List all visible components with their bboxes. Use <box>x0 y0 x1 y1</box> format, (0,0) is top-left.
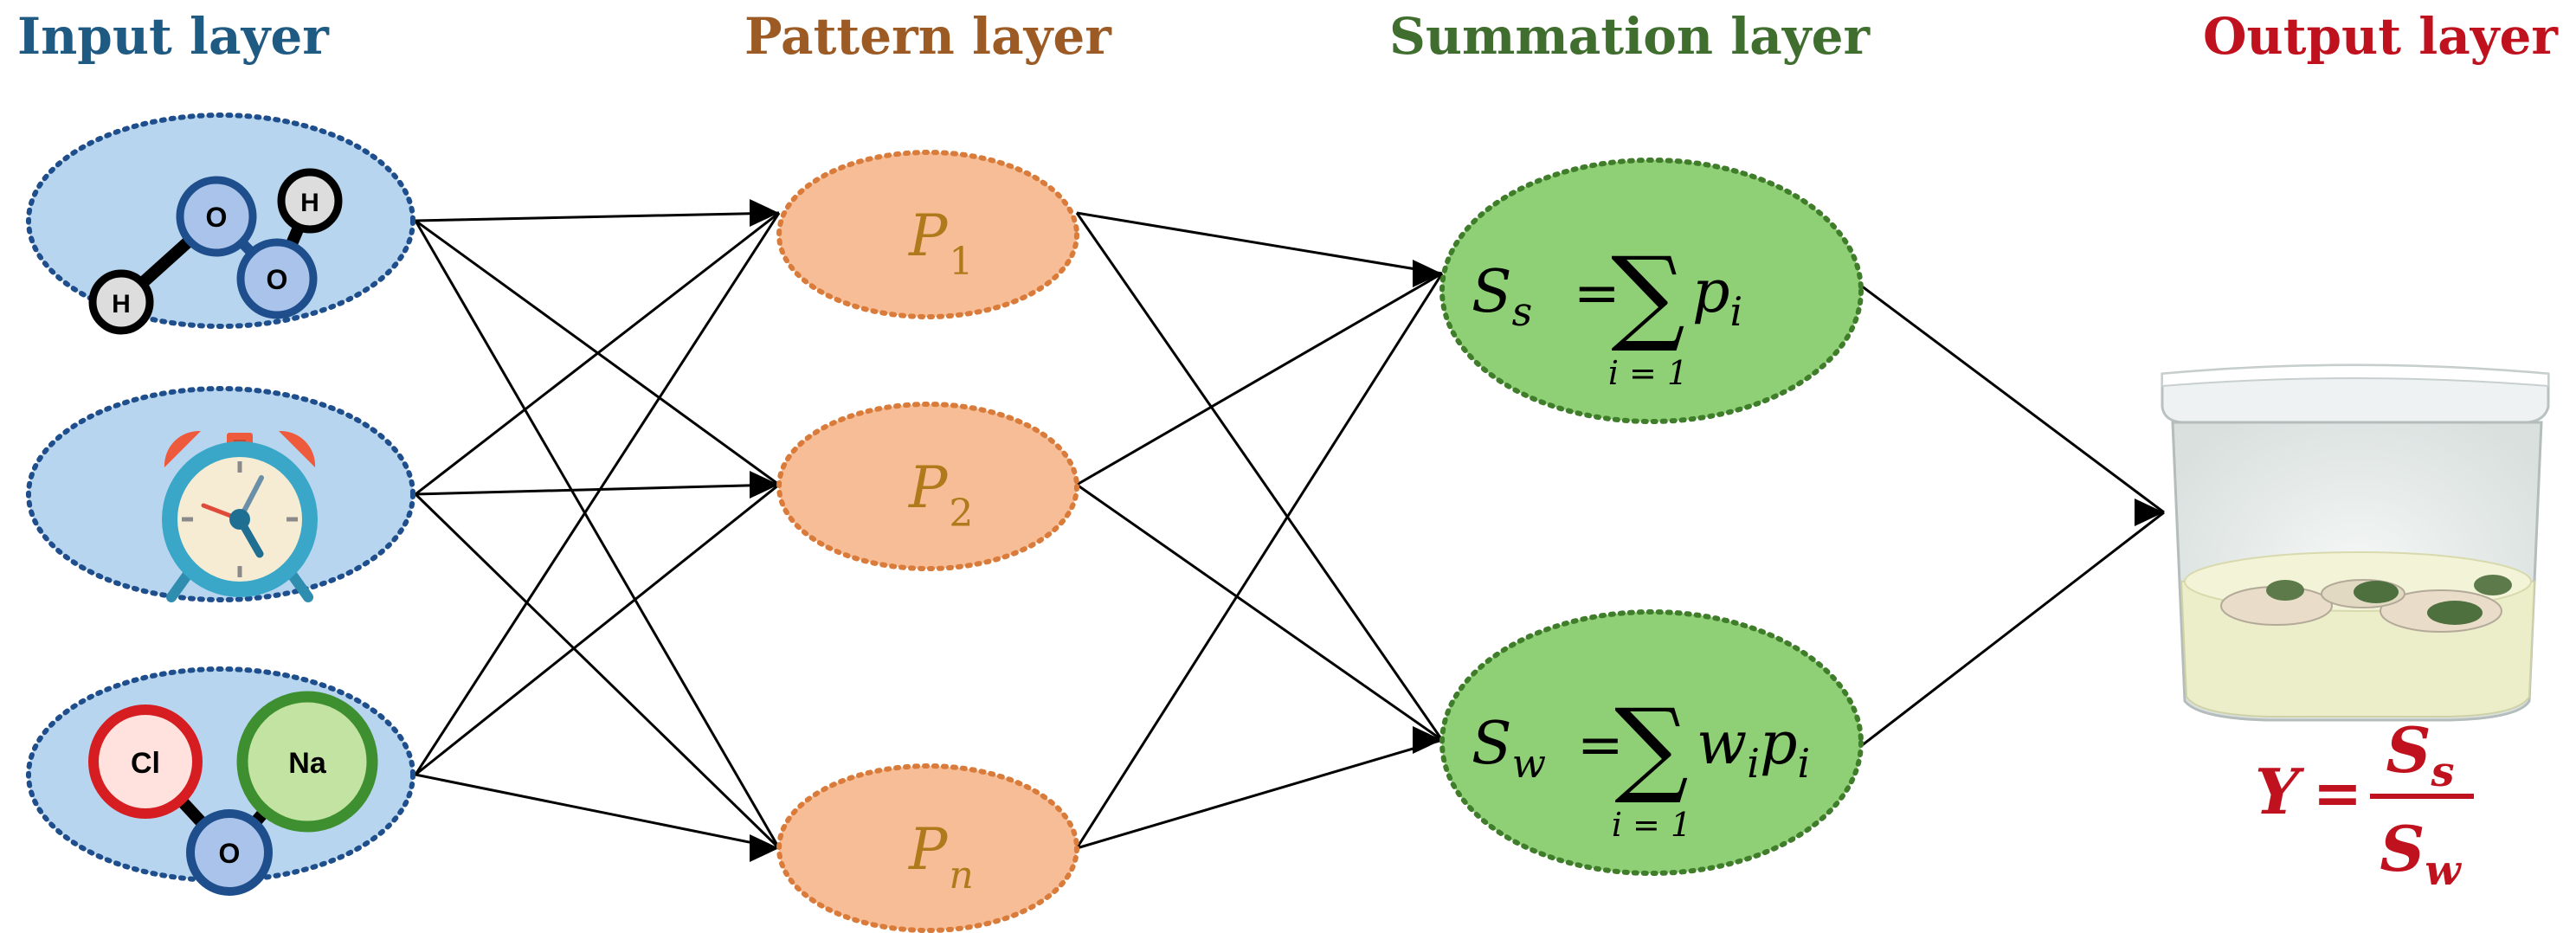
atom-h-2 <box>88 269 154 335</box>
ss-formula-term: pi <box>1692 258 1742 335</box>
atom-h-1 <box>277 168 343 234</box>
pattern-label: Pn <box>908 816 974 898</box>
ss-formula-lhs: Ss <box>1472 258 1532 335</box>
sw-equals: = <box>1577 713 1624 777</box>
edge-input-3-pattern-2 <box>415 483 780 776</box>
summation-node-sw: Sw = ∑ i = 1 wipi <box>1439 609 1864 876</box>
atom-o-1 <box>176 176 257 257</box>
edge-input-1-pattern-3 <box>414 220 781 849</box>
output-numerator: Ss <box>2386 713 2454 796</box>
edge-pattern-1-summation-1 <box>1076 211 1443 275</box>
sw-lower-limit: i = 1 <box>1612 806 1691 844</box>
sw-formula-term: wipi <box>1697 710 1810 787</box>
edge-pattern-2-summation-1 <box>1076 272 1443 486</box>
salt-molecule-icon: Cl Na O <box>88 691 378 896</box>
atom-label: O <box>206 202 228 233</box>
output-y: Y <box>2255 755 2305 828</box>
input-node-clock <box>26 386 415 602</box>
ss-sigma: ∑ <box>1611 235 1685 356</box>
arrowhead-summation-2 <box>1413 726 1442 754</box>
atom-cl <box>88 705 203 819</box>
edge-input-2-pattern-3 <box>414 492 781 850</box>
sw-sigma: ∑ <box>1614 687 1689 808</box>
edge-input-2-pattern-1 <box>415 211 780 496</box>
atom-na <box>236 691 378 833</box>
pattern-label: P2 <box>908 454 973 536</box>
arrowhead-pattern-1 <box>750 199 779 227</box>
water-molecule-icon: O O H H <box>88 168 343 335</box>
atom-o <box>186 809 273 896</box>
edge-pattern-1-summation-2 <box>1075 212 1444 741</box>
pattern-node-2: P2 <box>776 402 1079 571</box>
atom-label: Cl <box>131 747 160 780</box>
atom-label: H <box>300 189 319 217</box>
atom-label: H <box>112 290 131 319</box>
atom-label: O <box>267 264 288 295</box>
edge-input-3-pattern-3 <box>415 773 780 850</box>
atom-label: O <box>219 838 241 869</box>
arrowhead-output <box>2135 499 2164 526</box>
pattern-node-n: Pn <box>776 763 1079 933</box>
alarm-clock-icon <box>162 430 318 602</box>
arrowhead-pattern-2 <box>750 471 779 499</box>
connection-edges <box>414 199 2165 862</box>
summation-layer-title: Summation layer <box>1389 7 1871 66</box>
summation-node-ss: Ss = ∑ i = 1 pi <box>1439 158 1864 424</box>
sw-formula-lhs: Sw <box>1472 710 1546 787</box>
edge-input-1-pattern-1 <box>415 211 780 222</box>
edge-pattern-3-summation-2 <box>1076 738 1443 850</box>
culture-container-icon <box>2161 364 2550 722</box>
ss-lower-limit: i = 1 <box>1608 354 1688 392</box>
output-layer-title: Output layer <box>2203 7 2559 66</box>
pattern-layer-title: Pattern layer <box>744 7 1112 66</box>
atom-label: Na <box>288 747 327 780</box>
edge-pattern-2-summation-2 <box>1076 483 1443 742</box>
pattern-node-1: P1 <box>776 150 1079 319</box>
ss-equals: = <box>1574 261 1620 325</box>
edge-pattern-3-summation-1 <box>1075 273 1444 849</box>
edge-summation-2-output <box>1860 511 2165 748</box>
input-node-salt: Cl Na O <box>26 666 415 896</box>
pattern-label: P1 <box>908 203 973 284</box>
output-denominator: Sw <box>2380 812 2462 895</box>
output-formula: Y = Ss Sw <box>2255 713 2474 895</box>
arrowhead-summation-1 <box>1413 260 1442 287</box>
atom-o-2 <box>236 238 318 319</box>
input-node-water: O O H H <box>26 113 415 335</box>
output-equals: = <box>2313 759 2362 828</box>
edge-summation-1-output <box>1860 284 2165 514</box>
arrowhead-pattern-3 <box>750 834 779 862</box>
edge-input-2-pattern-2 <box>415 483 780 496</box>
edge-input-3-pattern-1 <box>414 212 781 775</box>
input-layer-title: Input layer <box>17 7 330 66</box>
